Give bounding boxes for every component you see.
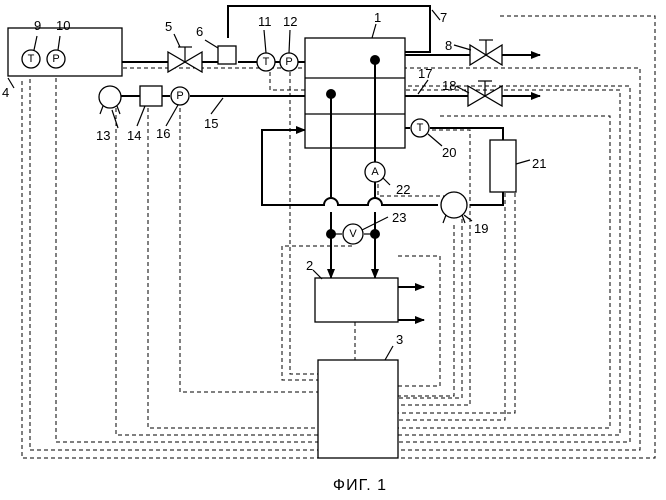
electrolysis-cell bbox=[305, 38, 405, 148]
ref-3: 3 bbox=[396, 332, 403, 347]
temperature-gauge-11: T bbox=[257, 53, 275, 71]
voltmeter-23: V bbox=[343, 224, 363, 244]
mixer bbox=[218, 46, 236, 64]
svg-text:P: P bbox=[52, 53, 59, 65]
ref-21: 21 bbox=[532, 156, 546, 171]
ref-4: 4 bbox=[2, 85, 9, 100]
ref-16: 16 bbox=[156, 126, 170, 141]
ref-10: 10 bbox=[56, 18, 70, 33]
ammeter-22: A bbox=[365, 162, 385, 182]
svg-text:P: P bbox=[285, 56, 292, 68]
svg-text:V: V bbox=[349, 228, 357, 240]
ref-22: 22 bbox=[396, 182, 410, 197]
temperature-gauge-9: T bbox=[22, 50, 40, 68]
ref-17: 17 bbox=[418, 66, 432, 81]
svg-text:A: A bbox=[371, 166, 379, 178]
ref-13: 13 bbox=[96, 128, 110, 143]
pump-13 bbox=[99, 86, 121, 114]
figure-caption: ФИГ. 1 bbox=[333, 477, 387, 494]
controller bbox=[318, 360, 398, 458]
ref-9: 9 bbox=[34, 18, 41, 33]
svg-text:T: T bbox=[28, 53, 35, 65]
ref-18: 18 bbox=[442, 78, 456, 93]
ref-19: 19 bbox=[474, 221, 488, 236]
svg-text:P: P bbox=[176, 90, 183, 102]
power-unit bbox=[315, 278, 398, 322]
ref-6: 6 bbox=[196, 24, 203, 39]
svg-text:T: T bbox=[417, 122, 424, 134]
ref-20: 20 bbox=[442, 145, 456, 160]
ref-2: 2 bbox=[306, 258, 313, 273]
temperature-gauge-20: T bbox=[411, 119, 429, 137]
pressure-gauge-16: P bbox=[171, 87, 189, 105]
ref-11: 11 bbox=[258, 14, 272, 29]
pressure-gauge-12: P bbox=[280, 53, 298, 71]
ref-14: 14 bbox=[127, 128, 141, 143]
filter bbox=[140, 86, 162, 106]
valve-18[interactable] bbox=[468, 81, 502, 106]
ref-5: 5 bbox=[165, 19, 172, 34]
junction-dot bbox=[326, 229, 336, 239]
ref-23: 23 bbox=[392, 210, 406, 225]
ref-7: 7 bbox=[440, 10, 447, 25]
ref-1: 1 bbox=[374, 10, 381, 25]
pressure-gauge-10: P bbox=[47, 50, 65, 68]
valve-5[interactable] bbox=[168, 47, 202, 72]
ref-8: 8 bbox=[445, 38, 452, 53]
heat-exchanger bbox=[490, 140, 516, 192]
junction-dot bbox=[370, 229, 380, 239]
pump-19 bbox=[441, 192, 467, 223]
svg-text:T: T bbox=[263, 56, 270, 68]
valve-8[interactable] bbox=[470, 40, 502, 65]
ref-15: 15 bbox=[204, 116, 218, 131]
ref-12: 12 bbox=[283, 14, 297, 29]
